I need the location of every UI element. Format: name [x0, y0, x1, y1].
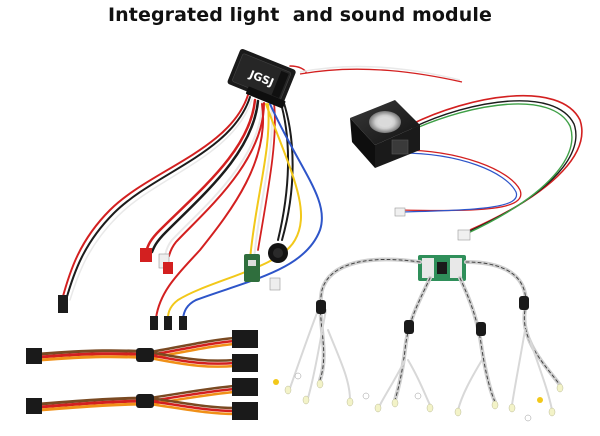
servo-y-cables [38, 336, 237, 416]
red-jst-connector [140, 248, 152, 262]
servo-plug [58, 295, 68, 313]
servo-plugs [26, 330, 258, 420]
page-title: Integrated light and sound module [108, 4, 492, 26]
speaker [299, 65, 583, 241]
led-distribution-board [418, 255, 466, 281]
pin-plug [179, 316, 187, 330]
switch-board [244, 254, 260, 282]
led-harness-bundles [289, 257, 562, 411]
red-jst-connector-2 [163, 262, 173, 274]
connector-plugs [58, 243, 288, 330]
pin-plug [150, 316, 158, 330]
pin-plug [164, 316, 172, 330]
led-tips [273, 372, 564, 422]
main-module-wires [61, 49, 323, 319]
main-control-module: JGSJ [227, 48, 296, 109]
